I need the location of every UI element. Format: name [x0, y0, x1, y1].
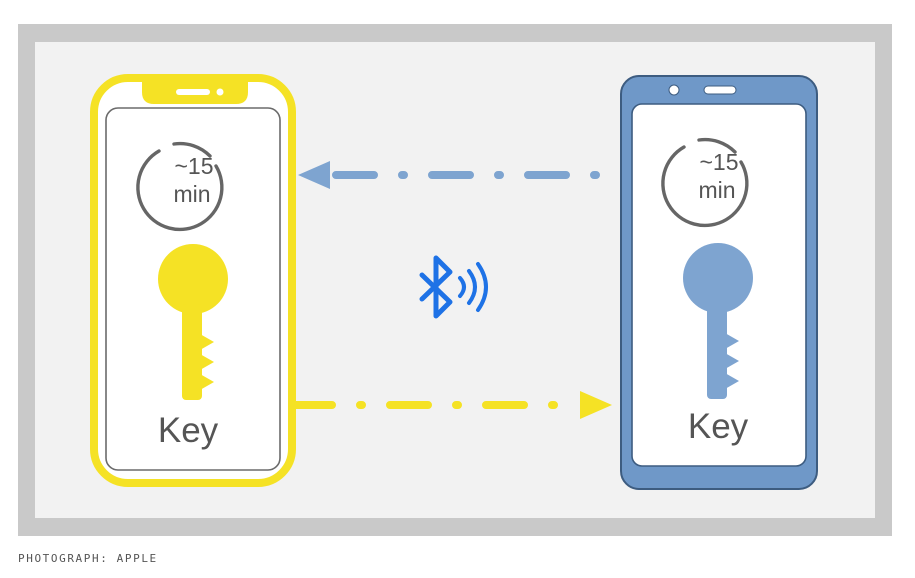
left-phone: ~15 min Key — [90, 74, 296, 487]
left-key-icon — [158, 244, 228, 400]
left-timer-ring — [136, 149, 224, 232]
yellow-arrowhead — [580, 391, 612, 419]
right-phone: ~15 min Key — [620, 75, 818, 490]
bluetooth-key-exchange-diagram: ~15 min Key ~15 min — [90, 74, 818, 490]
wireless-signal-icon — [458, 262, 488, 312]
right-phone-speaker — [703, 85, 737, 95]
blue-arrow-to-left — [298, 161, 625, 189]
right-timer: ~15 min — [661, 137, 749, 228]
image-frame: ~15 min Key ~15 min — [18, 24, 892, 536]
left-phone-speaker — [176, 89, 210, 95]
right-key-label: Key — [688, 407, 749, 446]
right-key-icon — [683, 243, 753, 399]
blue-arrowhead — [298, 161, 330, 189]
left-timer-unit: min — [173, 181, 210, 207]
left-phone-camera — [216, 88, 224, 96]
left-timer: ~15 min — [136, 141, 224, 232]
yellow-arrow-to-right — [290, 391, 612, 419]
photo-credit-caption: PHOTOGRAPH: APPLE — [18, 552, 158, 565]
right-timer-unit: min — [698, 177, 735, 203]
right-phone-camera — [668, 84, 680, 96]
bluetooth-icon — [419, 255, 453, 319]
left-timer-value: ~15 — [174, 153, 213, 179]
right-timer-ring — [661, 145, 749, 228]
right-timer-value: ~15 — [699, 149, 738, 175]
left-key-label: Key — [158, 411, 219, 450]
